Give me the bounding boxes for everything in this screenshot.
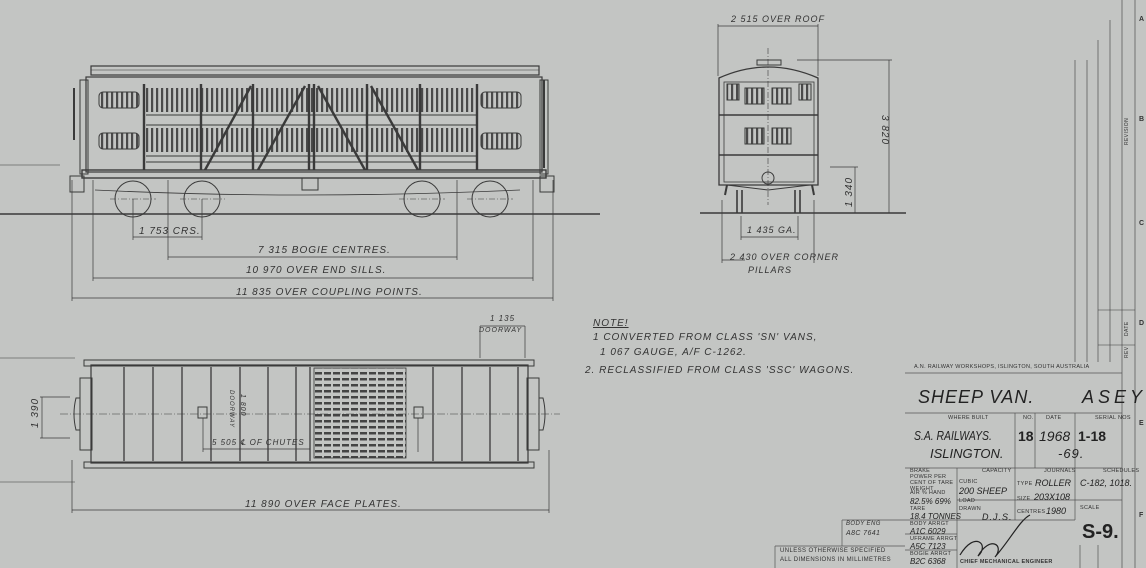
serial-label: Serial Nos <box>1095 415 1131 421</box>
zone-marker: F <box>1139 512 1144 519</box>
centres-label: Centres <box>1017 509 1046 515</box>
bogie-arrgt-label: Bogie Arrgt <box>910 551 952 557</box>
size-label: Size <box>1017 496 1031 502</box>
zone-marker: D <box>1139 320 1145 327</box>
tare-label: Tare <box>910 506 926 512</box>
date-2: -69. <box>1058 446 1085 461</box>
schedules-label: Schedules <box>1103 468 1140 474</box>
number-built: 18 <box>1018 428 1034 444</box>
dim-gauge: 1 435 Ga. <box>747 225 797 235</box>
dim-over-face-plates: 11 890 Over Face Plates. <box>245 499 402 510</box>
size-value: 203x108 <box>1034 492 1071 502</box>
where-built-1: S.A. Railways. <box>914 428 992 443</box>
notes-heading: Note! <box>593 318 629 329</box>
drawing-title: Sheep Van. <box>918 387 1035 407</box>
drawn-value: D.J.S. <box>982 512 1013 522</box>
body-arrgt-value: A1C 6029 <box>910 527 946 536</box>
title-block-grid <box>774 372 1122 568</box>
body-eng-value: A8C 7641 <box>846 530 881 537</box>
title-block: A.N. Railway Workshops, Islington, South… <box>910 362 1146 568</box>
drawn-label: Drawn <box>959 506 982 512</box>
zone-marker: B <box>1139 116 1145 123</box>
type-value: Roller <box>1035 478 1072 488</box>
revision-border <box>1074 0 1136 568</box>
dim-bogie-wheelbase: 1 753 Crs. <box>139 226 201 237</box>
brake-power-label: Brake Power per cent of tare weight <box>910 468 954 492</box>
bogie-arrgt-value: B2C 6368 <box>910 557 946 566</box>
drawing-number: S-9. <box>1082 521 1119 543</box>
uframe-arrgt-label: Uframe Arrgt <box>910 536 958 542</box>
date-label: Date <box>1046 415 1062 421</box>
dimension-note: Unless otherwise specified <box>780 548 886 554</box>
air-hand-label: Air % Hand <box>910 490 946 496</box>
scale-label: Scale <box>1080 505 1100 511</box>
centres-value: 1980 <box>1046 506 1067 516</box>
dim-over-end-sills: 10 970 Over End Sills. <box>246 265 387 276</box>
zone-marker: C <box>1139 220 1145 227</box>
dimension-note: All dimensions in millimetres <box>780 557 892 563</box>
dim-doorway-side-label: Doorway <box>228 390 234 429</box>
air-hand-value: 82.5% 69% <box>910 497 951 506</box>
dim-height: 3 820 <box>879 115 890 146</box>
journals-label: Journals <box>1044 468 1076 474</box>
class-code: ASEY <box>1082 387 1146 407</box>
uframe-arrgt-value: A5C 7123 <box>910 542 946 551</box>
schedules-value: C-182, 1018. <box>1080 478 1133 488</box>
load-label: Load <box>959 498 976 504</box>
loading-grid <box>313 367 407 459</box>
dim-over-roof: 2 515 Over Roof <box>731 14 826 24</box>
body-eng-label: Body Eng <box>846 521 881 527</box>
date-column-label: Date <box>1124 321 1130 336</box>
side-elevation <box>69 65 555 301</box>
dim-end-width: 1 390 <box>30 397 41 428</box>
dim-chutes: 5 505 ℄ of Chutes <box>212 438 305 447</box>
revision-label: Revision <box>1124 117 1130 145</box>
date-1: 1968 <box>1039 428 1071 444</box>
note-item: 1 Converted from Class 'SN' Vans, <box>593 332 818 343</box>
dim-over-corner-pillars: 2 430 Over Corner <box>730 252 840 262</box>
wheels <box>114 180 509 218</box>
where-built-2: Islington. <box>930 446 1004 461</box>
note-item: 1 067 Gauge, A/F C-1262. <box>600 347 747 358</box>
cubic-label: Cubic <box>959 479 978 485</box>
workshop-name: A.N. Railway Workshops, Islington, South… <box>914 364 1090 370</box>
zone-marker: A <box>1139 16 1145 23</box>
where-built-label: Where Built <box>948 415 989 421</box>
dim-doorway-top: 1 135 <box>490 314 516 323</box>
capacity-label: Capacity <box>982 468 1012 474</box>
signature <box>959 514 1031 558</box>
dim-doorway-side: 1 800 <box>239 394 246 417</box>
zone-marker: E <box>1139 420 1144 427</box>
signature-title: Chief Mechanical Engineer <box>960 559 1053 565</box>
dim-doorway-top-label: Doorway <box>479 327 523 334</box>
dim-over-corner-pillars-2: Pillars <box>748 265 793 275</box>
dim-over-coupling-points: 11 835 Over Coupling Points. <box>236 287 423 298</box>
note-item: 2. Reclassified from Class 'SSC' Wagons. <box>585 365 855 376</box>
rev-column-label: Rev <box>1124 346 1130 358</box>
dim-bogie-centres: 7 315 Bogie Centres. <box>258 245 391 256</box>
capacity-value: 200 Sheep <box>959 486 1008 496</box>
type-label: Type <box>1017 481 1033 487</box>
tare-value: 18.4 tonnes <box>910 512 961 521</box>
body-arrgt-label: Body Arrgt <box>910 521 949 527</box>
serial-numbers: 1-18 <box>1078 428 1107 444</box>
dim-floor-height: 1 340 <box>844 176 855 207</box>
end-elevation <box>717 24 892 263</box>
no-label: No. <box>1023 415 1034 421</box>
plan-view <box>40 325 560 513</box>
